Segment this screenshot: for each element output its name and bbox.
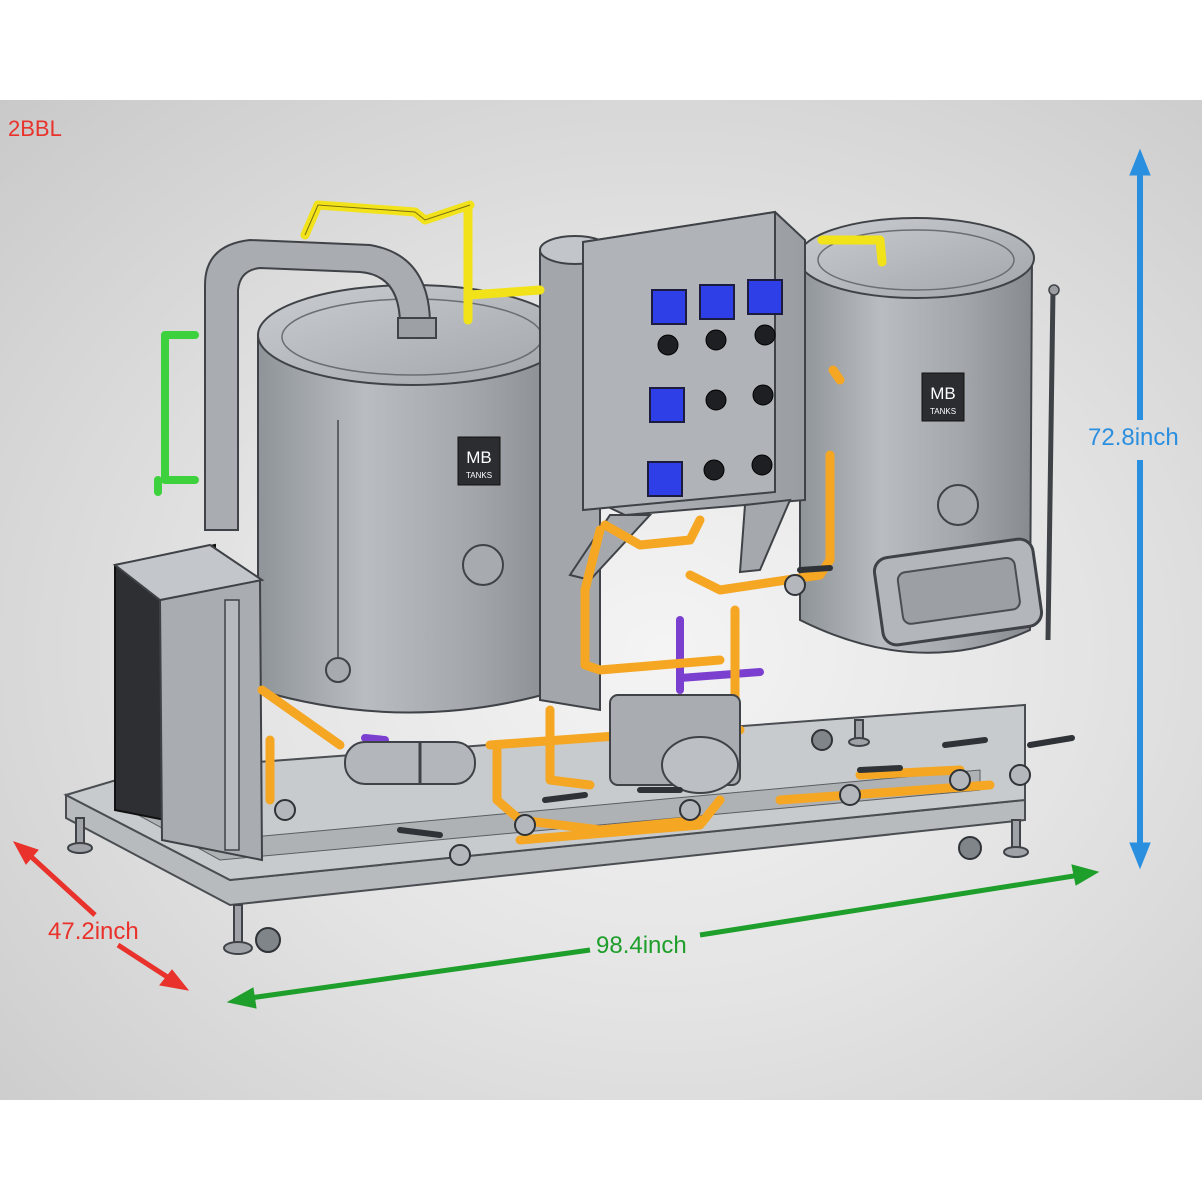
width-dimension-label: 98.4inch xyxy=(596,932,687,959)
purple-pipes xyxy=(361,616,764,744)
left-tank xyxy=(257,284,567,714)
width-arrow xyxy=(226,864,1100,1009)
panel-displays xyxy=(647,279,783,497)
vent-stack xyxy=(204,238,437,531)
butterfly-valves xyxy=(274,574,1031,866)
brand-badge-right: MB TANKS xyxy=(921,372,965,422)
brand-badge-left: MB TANKS xyxy=(457,436,501,486)
pump xyxy=(609,694,741,794)
brand-logo-mb: MB xyxy=(930,384,956,403)
right-tank xyxy=(797,217,1060,654)
yellow-pipe-outline xyxy=(304,204,471,236)
brand-logo-tanks: TANKS xyxy=(466,471,492,480)
panel-knobs xyxy=(657,324,776,481)
brand-logo-mb: MB xyxy=(466,448,492,467)
height-arrow xyxy=(1129,148,1151,870)
skid-frame xyxy=(63,703,1026,907)
leveling-feet xyxy=(67,719,1029,955)
depth-dimension-label: 47.2inch xyxy=(48,918,139,945)
brand-logo-tanks: TANKS xyxy=(930,407,956,416)
height-dimension-label: 72.8inch xyxy=(1088,424,1179,451)
plate-heat-exchanger xyxy=(112,543,265,862)
inline-strainer xyxy=(344,741,476,785)
depth-arrow xyxy=(12,841,190,991)
caster-wheels xyxy=(255,729,982,953)
valve-handles xyxy=(397,565,1075,838)
green-pipe xyxy=(154,331,199,496)
capacity-label: 2BBL xyxy=(8,116,62,141)
